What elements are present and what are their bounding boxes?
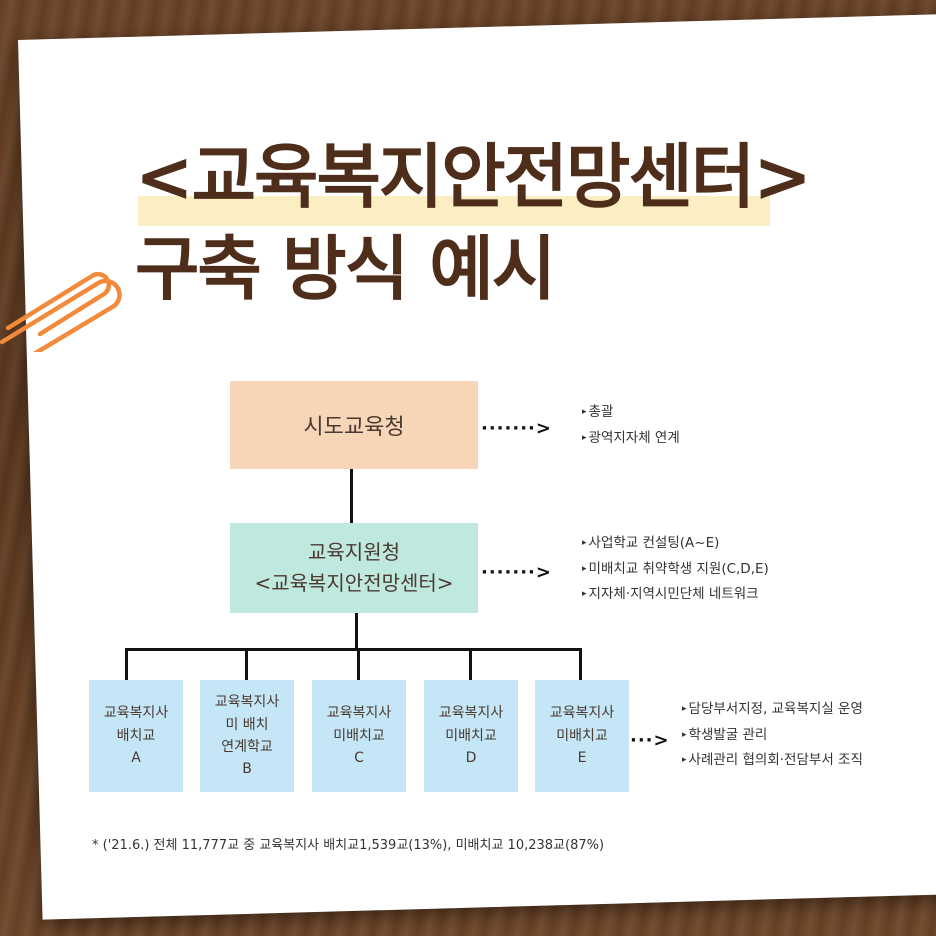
- connector-top-mid: [350, 469, 353, 523]
- notes-school: 담당부서지정, 교육복지실 운영 학생발굴 관리 사례관리 협의회·전담부서 조…: [682, 697, 863, 774]
- connector-school-c: [357, 648, 360, 680]
- note-school-1: 담당부서지정, 교육복지실 운영: [682, 697, 863, 723]
- note-mid-1: 사업학교 컨설팅(A~E): [582, 531, 769, 557]
- connector-bus: [125, 648, 582, 651]
- box-school-b: 교육복지사 미 배치 연계학교 B: [200, 680, 294, 792]
- school-d-line3: D: [465, 750, 477, 767]
- school-c-line2: 미배치교: [333, 727, 385, 744]
- title-highlight: [138, 196, 770, 226]
- note-school-2: 학생발굴 관리: [682, 723, 863, 749]
- note-mid-2: 미배치교 취약학생 지원(C,D,E): [582, 557, 769, 583]
- connector-school-b: [245, 648, 248, 680]
- school-b-line2: 미 배치: [225, 716, 269, 733]
- school-a-line2: 배치교: [116, 727, 156, 744]
- box-provincial-office: 시도교육청: [230, 381, 478, 469]
- connector-school-d: [469, 648, 472, 680]
- box-district-office-line2: <교육복지안전망센터>: [254, 571, 454, 595]
- box-school-e: 교육복지사 미배치교 E: [535, 680, 629, 792]
- notes-top: 총괄 광역지자체 연계: [582, 400, 680, 451]
- box-district-office-line1: 교육지원청: [308, 540, 400, 564]
- school-b-line1: 교육복지사: [214, 694, 280, 711]
- box-school-d: 교육복지사 미배치교 D: [424, 680, 518, 792]
- school-c-line3: C: [354, 750, 364, 767]
- box-school-a: 교육복지사 배치교 A: [89, 680, 183, 792]
- page-title-line1: <교육복지안전망센터>: [135, 136, 812, 218]
- notes-mid: 사업학교 컨설팅(A~E) 미배치교 취약학생 지원(C,D,E) 지자체·지역…: [582, 531, 769, 608]
- note-top-1: 총괄: [582, 400, 680, 426]
- connector-school-a: [125, 648, 128, 680]
- connector-school-e: [579, 648, 582, 680]
- note-top-2: 광역지자체 연계: [582, 426, 680, 452]
- school-d-line1: 교육복지사: [438, 705, 504, 722]
- box-district-office: 교육지원청 <교육복지안전망센터>: [230, 523, 478, 613]
- school-c-line1: 교육복지사: [326, 705, 392, 722]
- school-b-line3: 연계학교: [221, 739, 273, 755]
- note-mid-3: 지자체·지역시민단체 네트워크: [582, 582, 769, 608]
- connector-mid-bus: [355, 613, 358, 650]
- box-school-c: 교육복지사 미배치교 C: [312, 680, 406, 792]
- school-a-line3: A: [131, 750, 141, 767]
- arrow-school: ···>: [630, 730, 670, 751]
- paperclip-icon: [0, 271, 122, 352]
- school-a-line1: 교육복지사: [103, 705, 169, 722]
- footnote: * ('21.6.) 전체 11,777교 중 교육복지사 배치교1,539교(…: [92, 838, 605, 853]
- note-school-3: 사례관리 협의회·전담부서 조직: [682, 748, 863, 774]
- school-e-line3: E: [577, 750, 587, 767]
- page-title-line2: 구축 방식 예시: [135, 228, 556, 310]
- school-e-line2: 미배치교: [556, 727, 608, 744]
- school-b-line4: B: [242, 761, 252, 778]
- arrow-mid: ·······>: [481, 562, 552, 583]
- box-provincial-office-label: 시도교육청: [303, 415, 405, 440]
- school-e-line1: 교육복지사: [549, 705, 615, 722]
- arrow-top: ·······>: [481, 418, 552, 439]
- school-d-line2: 미배치교: [445, 727, 497, 744]
